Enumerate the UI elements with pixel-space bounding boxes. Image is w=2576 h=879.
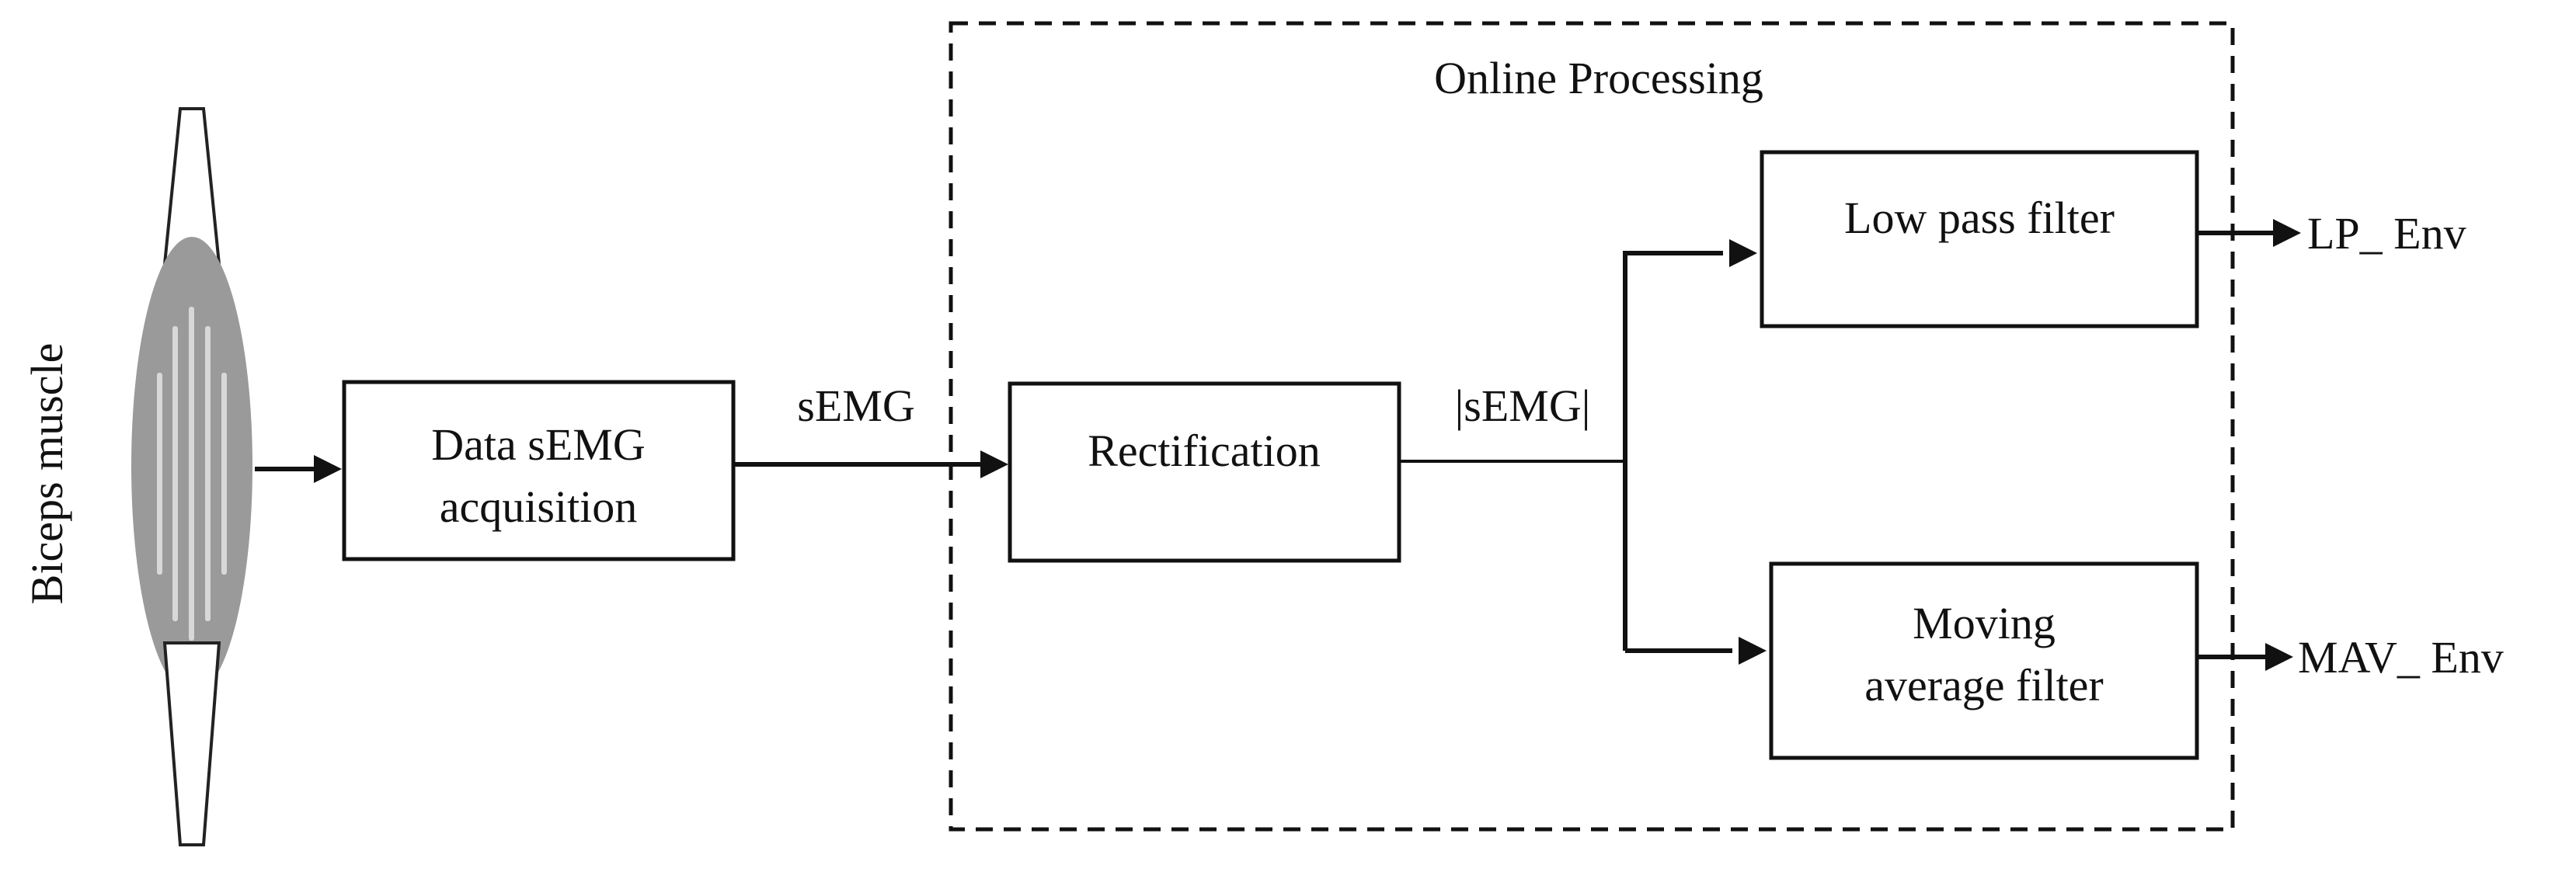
- arrowhead: [1739, 637, 1767, 665]
- moving-average-filter-label: Moving: [1913, 598, 2056, 648]
- moving-average-filter-node: [1769, 561, 2199, 760]
- lower-tendon: [162, 641, 221, 846]
- arrowhead: [2273, 219, 2301, 247]
- low-pass-filter-label: Low pass filter: [1844, 193, 2115, 243]
- muscle-fiber: [172, 326, 178, 621]
- acquisition-node: [342, 380, 736, 561]
- arrowhead: [980, 450, 1008, 478]
- arrowhead: [1729, 239, 1757, 267]
- arrowhead: [314, 455, 342, 483]
- rectification-node: [1008, 381, 1401, 563]
- moving-average-filter-label: average filter: [1864, 660, 2104, 710]
- muscle-fiber: [221, 373, 227, 575]
- online-processing-region: [949, 21, 2235, 832]
- low-pass-filter-node: [1760, 150, 2199, 328]
- semg-edge-label: sEMG: [797, 380, 914, 431]
- rectified-semg-edge-label: |sEMG|: [1455, 380, 1591, 431]
- rectification-node-label: Rectification: [1088, 426, 1321, 476]
- region-label: Online Processing: [1434, 53, 1763, 103]
- acquisition-node-label: acquisition: [440, 481, 638, 532]
- muscle-fiber: [189, 307, 194, 641]
- moving-average-output-label: MAV_ Env: [2298, 632, 2504, 683]
- source-label: Biceps muscle: [22, 343, 72, 605]
- low-pass-output-label: LP_ Env: [2307, 208, 2466, 259]
- acquisition-node-label: Data sEMG: [431, 419, 645, 470]
- branch-connector: [1623, 251, 1723, 651]
- biceps-muscle-illustration: [131, 107, 252, 846]
- arrowhead: [2265, 643, 2293, 671]
- muscle-fiber: [205, 326, 211, 621]
- muscle-fiber: [157, 373, 162, 575]
